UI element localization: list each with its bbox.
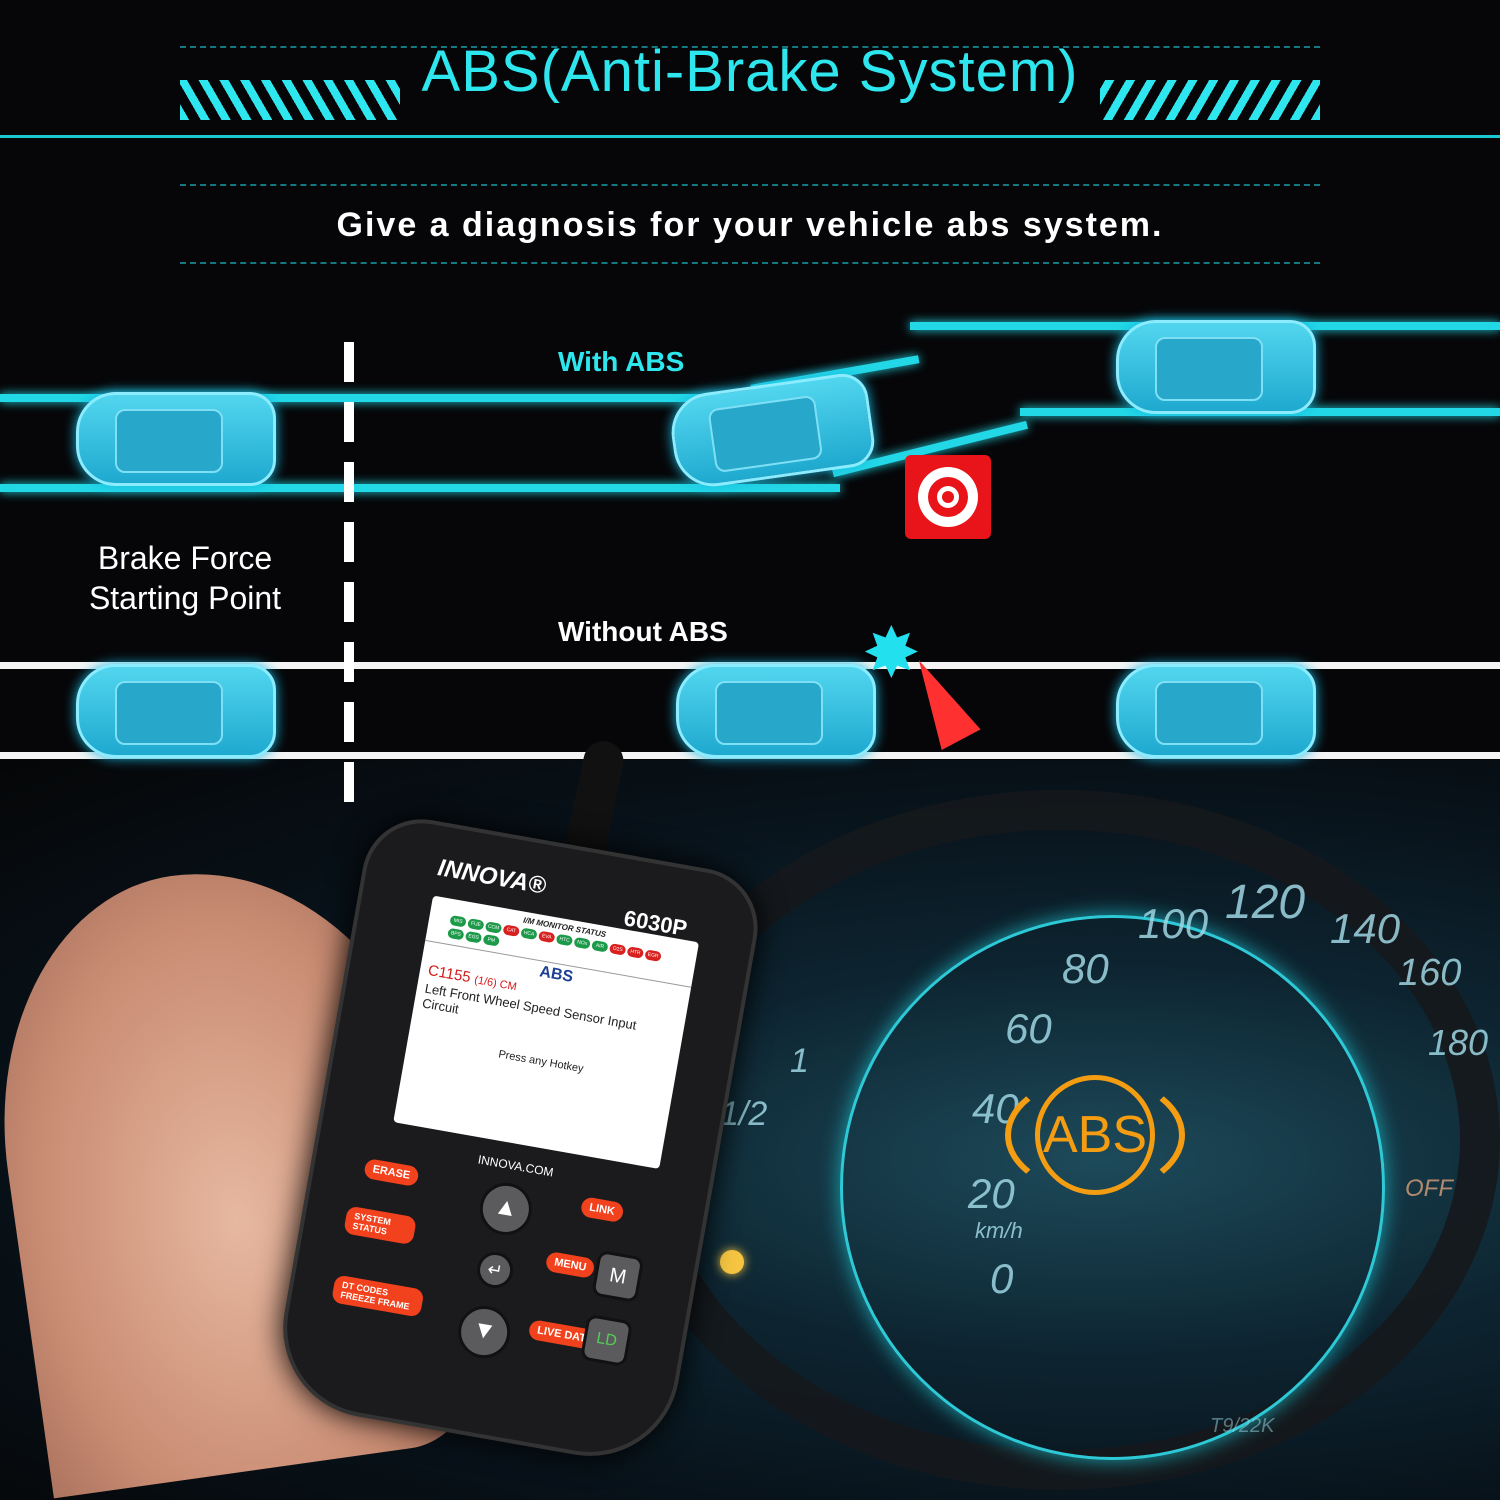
monitor-badge: HCA: [520, 927, 538, 941]
speed-unit: km/h: [975, 1218, 1023, 1243]
target-icon: [905, 455, 991, 539]
page-subtitle: Give a diagnosis for your vehicle abs sy…: [336, 206, 1164, 244]
monitor-badge: MIS: [449, 914, 467, 928]
monitor-badge: HTC: [555, 933, 574, 947]
brand-logo: INNOVA®: [435, 854, 549, 900]
erase-key[interactable]: ERASE: [363, 1157, 420, 1188]
off-label: OFF: [1405, 1175, 1453, 1202]
abs-warning-label: ABS: [1035, 1075, 1155, 1195]
decor-stripes: [1100, 80, 1320, 120]
car-icon: [1116, 664, 1316, 758]
car-icon: [676, 664, 876, 758]
decor-line: [0, 135, 1500, 138]
up-arrow-button[interactable]: ▲: [475, 1178, 536, 1240]
monitor-badge: FUE: [467, 918, 485, 931]
abs-warning-icon: ABS: [1005, 1075, 1185, 1195]
live-data-button[interactable]: LD: [579, 1313, 634, 1368]
with-abs-label: With ABS: [558, 346, 685, 377]
road-with-abs-top: [0, 394, 760, 402]
enter-button[interactable]: ↵: [474, 1249, 516, 1291]
brake-point-label: Brake Force Starting Point: [60, 538, 310, 618]
monitor-badge: EVA: [537, 930, 556, 944]
menu-button[interactable]: M: [591, 1249, 645, 1304]
monitor-badge: CCM: [484, 921, 503, 934]
car-icon: [1116, 320, 1316, 414]
speed-label: 140: [1330, 905, 1401, 952]
car-icon: [76, 392, 276, 486]
speed-label: 0: [990, 1255, 1014, 1302]
speed-label: 120: [1225, 876, 1306, 929]
decor-line: [180, 46, 1320, 48]
brake-point-line: Starting Point: [88, 580, 282, 616]
monitor-badge: HTR: [626, 946, 645, 959]
down-arrow-button[interactable]: ▼: [454, 1301, 515, 1363]
monitor-badge: AIR: [591, 939, 609, 953]
monitor-badge: BPS: [447, 927, 465, 941]
system-status-key[interactable]: SYSTEM STATUS: [343, 1205, 417, 1246]
car-icon: [76, 664, 276, 758]
brake-point-line: Brake Force: [97, 540, 273, 576]
decor-stripes: [180, 80, 400, 120]
serial-label: T9/22K: [1210, 1415, 1275, 1437]
collision-burst-icon: ✸: [862, 614, 921, 692]
speed-label: 80: [1062, 945, 1109, 992]
decor-line: [180, 262, 1320, 264]
speed-label: 160: [1398, 952, 1462, 994]
speed-label: 20: [968, 1170, 1015, 1217]
monitor-badge: PM: [482, 934, 501, 947]
speed-label: 180: [1428, 1022, 1489, 1063]
road-with-abs-bottom: [0, 484, 840, 492]
speed-label: 60: [1005, 1005, 1052, 1052]
page-title: ABS(Anti-Brake System): [421, 39, 1079, 104]
monitor-badge: EGR: [644, 949, 662, 962]
fuel-label: 1: [790, 1042, 809, 1080]
speedometer-ring: [840, 915, 1385, 1460]
monitor-badge: O2S: [608, 943, 627, 956]
brake-start-dashed-line: [344, 342, 354, 802]
decor-line: [180, 184, 1320, 186]
without-abs-label: Without ABS: [558, 616, 728, 647]
speed-label: 100: [1138, 900, 1209, 947]
indicator-light: [720, 1250, 744, 1274]
keypad: ERASE SYSTEM STATUS DT CODES FREEZE FRAM…: [319, 1146, 674, 1428]
link-key[interactable]: LINK: [579, 1196, 625, 1224]
dtc-freeze-frame-key[interactable]: DT CODES FREEZE FRAME: [331, 1274, 425, 1318]
monitor-badge: CAT: [502, 924, 520, 937]
monitor-badge: NOx: [573, 936, 591, 950]
monitor-badge: EGS: [464, 930, 483, 944]
menu-label: MENU: [544, 1250, 596, 1280]
